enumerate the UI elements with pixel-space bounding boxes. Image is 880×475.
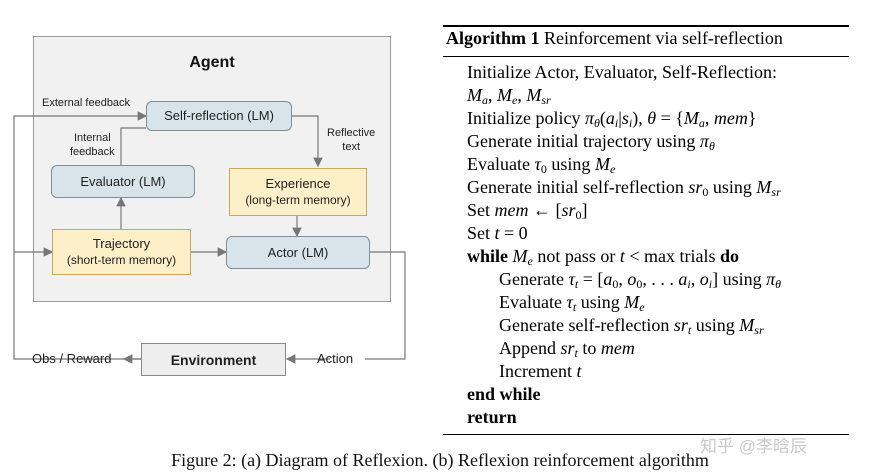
algorithm-line-10: Generate τt = [a0, o0, . . . ai, oi] usi…: [499, 269, 782, 291]
environment-label: Environment: [170, 351, 257, 368]
action-label: Action: [317, 351, 354, 366]
obs-reward-label: Obs / Reward: [32, 351, 112, 366]
trajectory-label: Trajectory: [92, 236, 151, 251]
reflective-text-line2: text: [342, 141, 361, 153]
external-feedback-arrow: [13, 111, 148, 360]
algorithm-line-3: Initialize policy πθ(ai|si), θ = {Ma, me…: [467, 108, 757, 130]
figure-caption: Figure 2: (a) Diagram of Reflexion. (b) …: [171, 450, 709, 470]
watermark: 知乎 @李晗辰: [700, 437, 807, 456]
algorithm-line-8: Set t = 0: [467, 223, 528, 243]
algorithm-title: Algorithm 1 Reinforcement via self-refle…: [446, 28, 783, 49]
diagram-connectors: [13, 111, 406, 364]
algorithm-title-text: Reinforcement via self-reflection: [544, 28, 783, 48]
algorithm-line-5: Evaluate τ0 using Me: [467, 154, 616, 176]
algorithm-line-9: while Me not pass or t < max trials do: [467, 246, 740, 268]
algorithm-line-14: Increment t: [499, 361, 582, 381]
reflection-to-experience-arrow: [292, 115, 323, 168]
internal-feedback-arrow: [120, 127, 146, 165]
experience-sublabel: (long-term memory): [245, 193, 351, 207]
evaluator-label: Evaluator (LM): [80, 173, 166, 189]
algorithm-label: Algorithm 1: [446, 28, 540, 48]
algorithm-line-4: Generate initial trajectory using πθ: [467, 131, 715, 153]
algorithm-header-rule: [443, 56, 849, 57]
algorithm-line-7: Set mem ← [sr0]: [467, 200, 588, 222]
actor-box: Actor (LM): [226, 236, 370, 269]
experience-label: Experience: [265, 176, 331, 191]
experience-box: Experience (long-term memory): [229, 168, 367, 216]
algorithm-line-6: Generate initial self-reflection sr0 usi…: [467, 177, 781, 199]
algorithm-bottom-rule: [443, 434, 849, 435]
reflective-text-label: Reflective text: [327, 126, 375, 154]
actor-label: Actor (LM): [267, 244, 329, 260]
trajectory-box: Trajectory (short-term memory): [52, 229, 191, 275]
algorithm-line-13: Append srt to mem: [499, 338, 635, 360]
external-feedback-label: External feedback: [42, 97, 131, 109]
internal-feedback-line2: feedback: [70, 146, 115, 158]
internal-feedback-label: Internal feedback: [70, 131, 115, 159]
internal-feedback-line1: Internal: [73, 132, 111, 144]
algorithm-line-15: end while: [467, 384, 541, 404]
trajectory-sublabel: (short-term memory): [66, 253, 177, 267]
algorithm-line-16: return: [467, 407, 517, 427]
algorithm-line-1: Initialize Actor, Evaluator, Self-Reflec…: [467, 62, 777, 82]
self-reflection-box: Self-reflection (LM): [146, 101, 292, 131]
environment-box: Environment: [141, 343, 286, 376]
self-reflection-label: Self-reflection (LM): [164, 108, 274, 123]
algorithm-line-2: Ma, Me, Msr: [467, 85, 551, 107]
algorithm-top-rule: [443, 25, 849, 27]
algorithm-line-11: Evaluate τt using Me: [499, 292, 645, 314]
algorithm-line-12: Generate self-reflection srt using Msr: [499, 315, 764, 337]
agent-title: Agent: [189, 54, 235, 71]
reflective-text-line1: Reflective: [327, 127, 376, 139]
actor-to-environment-arrow: [365, 251, 406, 360]
evaluator-box: Evaluator (LM): [51, 165, 195, 198]
